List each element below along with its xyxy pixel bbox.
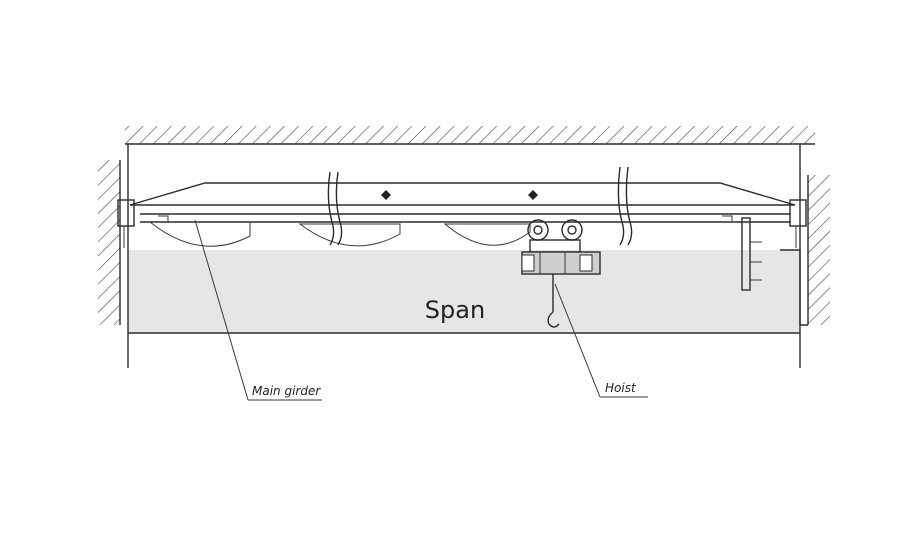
main-girder-top	[129, 182, 796, 206]
main-girder-label: Main girder	[252, 384, 321, 398]
marker-diamond-1	[381, 190, 391, 200]
right-end-carriage	[789, 199, 807, 227]
pendant-control	[741, 217, 762, 291]
main-girder-leader	[194, 219, 322, 401]
hoist-trolley	[527, 219, 583, 253]
left-wall-hatch	[98, 160, 120, 325]
left-end-carriage	[117, 199, 135, 227]
hoist-leader	[554, 283, 648, 398]
right-wall-hatch	[808, 175, 830, 325]
hook-icon	[547, 274, 560, 328]
ceiling-hatch	[125, 126, 815, 144]
hoist-body	[521, 251, 601, 275]
girder-break-left	[327, 171, 343, 246]
span-label: Span	[425, 296, 485, 324]
span-shade	[128, 250, 800, 333]
girder-break-right	[617, 166, 633, 246]
hoist-label: Hoist	[605, 381, 637, 395]
marker-diamond-2	[528, 190, 538, 200]
girder-arches	[148, 221, 531, 247]
